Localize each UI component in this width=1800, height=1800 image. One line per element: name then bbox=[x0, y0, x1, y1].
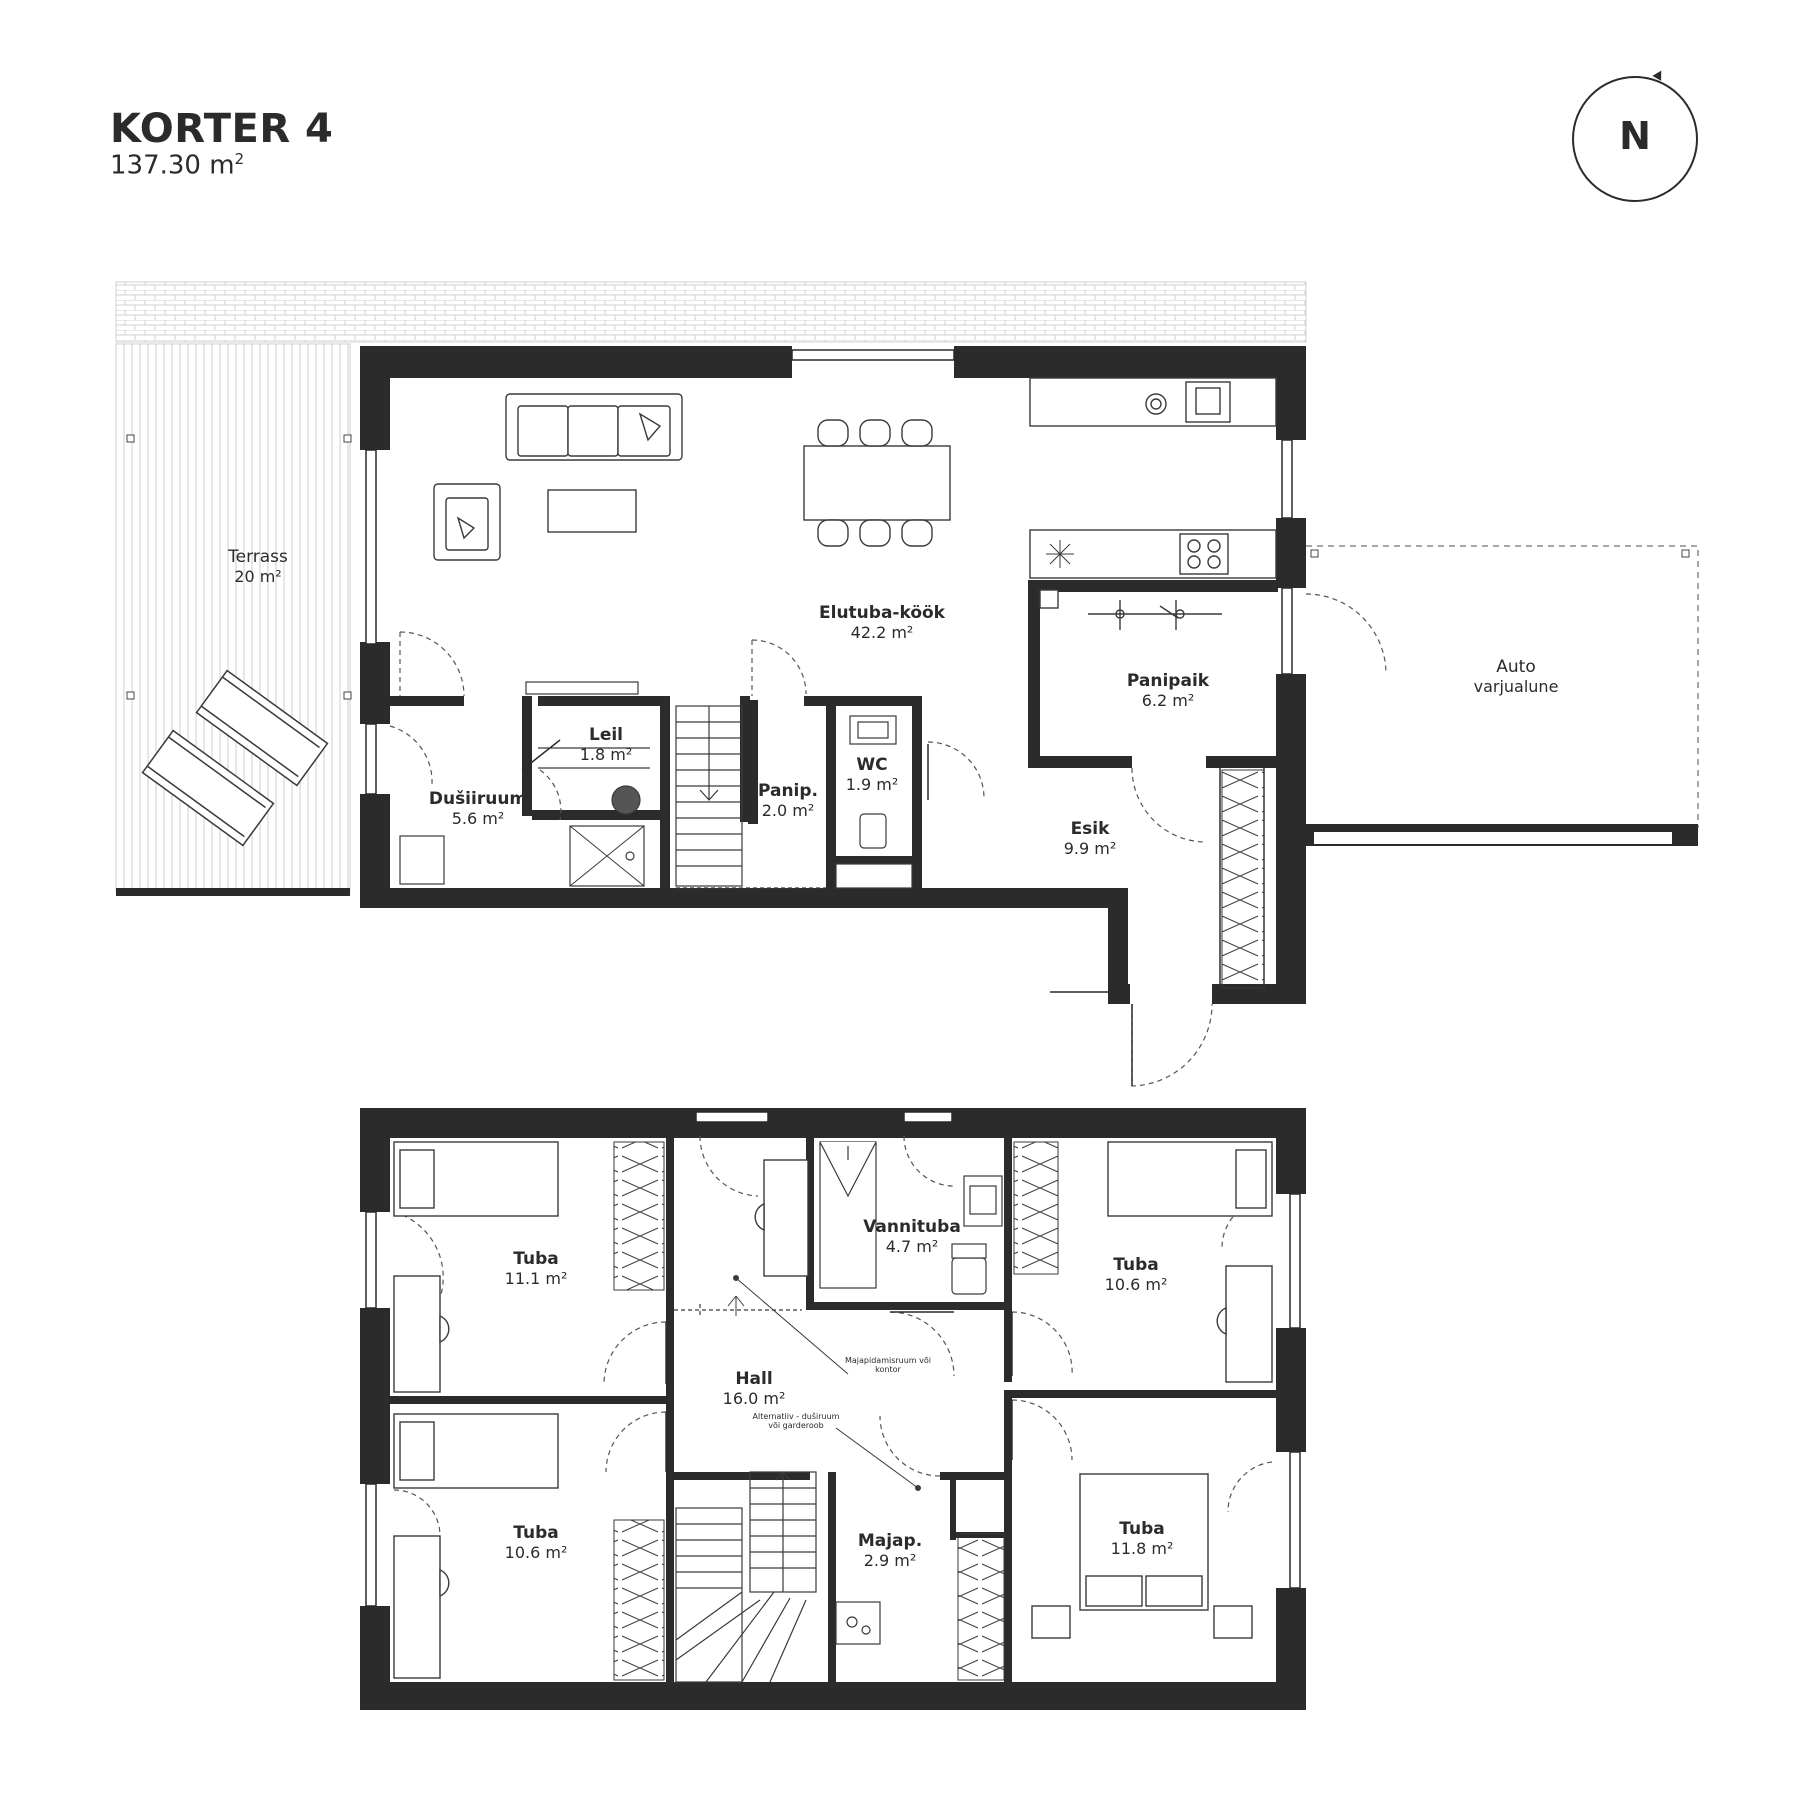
upper-doors bbox=[393, 1135, 1273, 1537]
ground-doors bbox=[389, 593, 1387, 1087]
compass-letter: N bbox=[1619, 114, 1651, 158]
beds bbox=[393, 1141, 1273, 1639]
room-name: WC bbox=[856, 755, 888, 775]
laundry-icon bbox=[835, 1601, 881, 1645]
upper-floor bbox=[360, 1108, 1306, 1710]
room-name: Majap. bbox=[857, 1531, 923, 1551]
roof-strip bbox=[115, 281, 1307, 343]
room-label-storage: Panipaik 6.2 m² bbox=[1126, 671, 1210, 710]
room-area: 1.8 m² bbox=[579, 744, 633, 764]
room-label-bedroom-3: Tuba 10.6 m² bbox=[504, 1523, 568, 1562]
room-area: 20 m² bbox=[234, 566, 282, 586]
room-name: Leil bbox=[588, 725, 624, 745]
room-area: 10.6 m² bbox=[1104, 1274, 1168, 1294]
room-name: Hall bbox=[735, 1369, 773, 1389]
room-name: Esik bbox=[1070, 819, 1110, 839]
room-label-bedroom-1: Tuba 11.1 m² bbox=[504, 1249, 568, 1288]
room-label-entrance: Esik 9.9 m² bbox=[1063, 819, 1117, 858]
room-area: 10.6 m² bbox=[504, 1542, 568, 1562]
room-area: 1.9 m² bbox=[845, 774, 899, 794]
room-name: Tuba bbox=[513, 1249, 559, 1269]
sun-loungers bbox=[141, 669, 329, 847]
ground-windows bbox=[365, 349, 1293, 795]
room-label-bedroom-4: Tuba 11.8 m² bbox=[1110, 1519, 1174, 1558]
north-compass-icon: N bbox=[1572, 68, 1698, 202]
room-area: 11.1 m² bbox=[504, 1268, 568, 1288]
room-name: Tuba bbox=[1113, 1255, 1159, 1275]
room-label-bathroom: Vannituba 4.7 m² bbox=[863, 1217, 961, 1256]
room-area: 9.9 m² bbox=[1063, 838, 1117, 858]
room-area: 42.2 m² bbox=[850, 622, 914, 642]
staircase bbox=[675, 700, 826, 889]
room-label-bedroom-2: Tuba 10.6 m² bbox=[1104, 1255, 1168, 1294]
room-label-sauna: Leil 1.8 m² bbox=[579, 725, 633, 764]
room-name: Panip. bbox=[757, 781, 819, 801]
room-area: varjualune bbox=[1473, 676, 1559, 696]
desks bbox=[393, 1159, 1273, 1679]
room-area: 16.0 m² bbox=[722, 1388, 786, 1408]
apartment-area-unit-sup: 2 bbox=[234, 150, 245, 168]
room-area: 6.2 m² bbox=[1141, 690, 1195, 710]
room-area: 5.6 m² bbox=[451, 808, 505, 828]
room-label-carport: Auto varjualune bbox=[1473, 657, 1559, 696]
coffee-table bbox=[547, 489, 637, 533]
room-name: Elutuba-köök bbox=[819, 603, 945, 623]
room-area: 2.9 m² bbox=[863, 1550, 917, 1570]
room-label-living-kitchen: Elutuba-köök 42.2 m² bbox=[819, 603, 945, 642]
room-label-hall: Hall 16.0 m² bbox=[722, 1369, 786, 1408]
room-name: Tuba bbox=[1119, 1519, 1165, 1539]
apartment-area: 137.30 m2 bbox=[110, 150, 244, 181]
note-alternative-shower: Alternatiiv - duširuum või garderoob bbox=[752, 1412, 840, 1431]
room-label-pantry: Panip. 2.0 m² bbox=[757, 781, 819, 820]
room-name: Panipaik bbox=[1126, 671, 1210, 691]
room-name: Auto bbox=[1496, 657, 1536, 677]
upper-wardrobes bbox=[613, 1141, 1059, 1681]
armchair bbox=[433, 483, 501, 561]
room-area: 11.8 m² bbox=[1110, 1538, 1174, 1558]
upper-windows bbox=[365, 1111, 1301, 1607]
upper-staircase bbox=[674, 1295, 817, 1683]
room-name: Tuba bbox=[513, 1523, 559, 1543]
note-utility-or-office: Majapidamisruum või kontor bbox=[844, 1356, 931, 1375]
apartment-area-value: 137.30 m bbox=[110, 150, 235, 181]
terrace bbox=[115, 343, 352, 896]
annotation-lines bbox=[733, 1275, 921, 1491]
room-area: 4.7 m² bbox=[885, 1236, 939, 1256]
dining-table bbox=[803, 419, 951, 547]
room-name: Dušiiruum bbox=[428, 789, 528, 809]
room-label-terrace: Terrass 20 m² bbox=[228, 547, 288, 586]
room-label-shower-room: Dušiiruum 5.6 m² bbox=[428, 789, 528, 828]
upper-floor-walls bbox=[360, 1108, 1306, 1710]
room-name: Vannituba bbox=[863, 1217, 961, 1237]
room-area: 2.0 m² bbox=[761, 800, 815, 820]
entrance-wardrobe bbox=[1221, 769, 1265, 989]
ground-floor bbox=[115, 281, 1699, 1087]
sauna-fixtures bbox=[399, 715, 913, 889]
room-label-utility: Majap. 2.9 m² bbox=[857, 1531, 923, 1570]
sofa bbox=[505, 393, 683, 461]
kitchen bbox=[1029, 377, 1277, 579]
apartment-title: KORTER 4 bbox=[110, 106, 334, 152]
room-label-wc: WC 1.9 m² bbox=[845, 755, 899, 794]
room-name: Terrass bbox=[228, 547, 288, 567]
carport bbox=[1306, 545, 1699, 848]
bathroom-fixtures bbox=[819, 1141, 1003, 1295]
bicycle bbox=[1039, 589, 1222, 630]
